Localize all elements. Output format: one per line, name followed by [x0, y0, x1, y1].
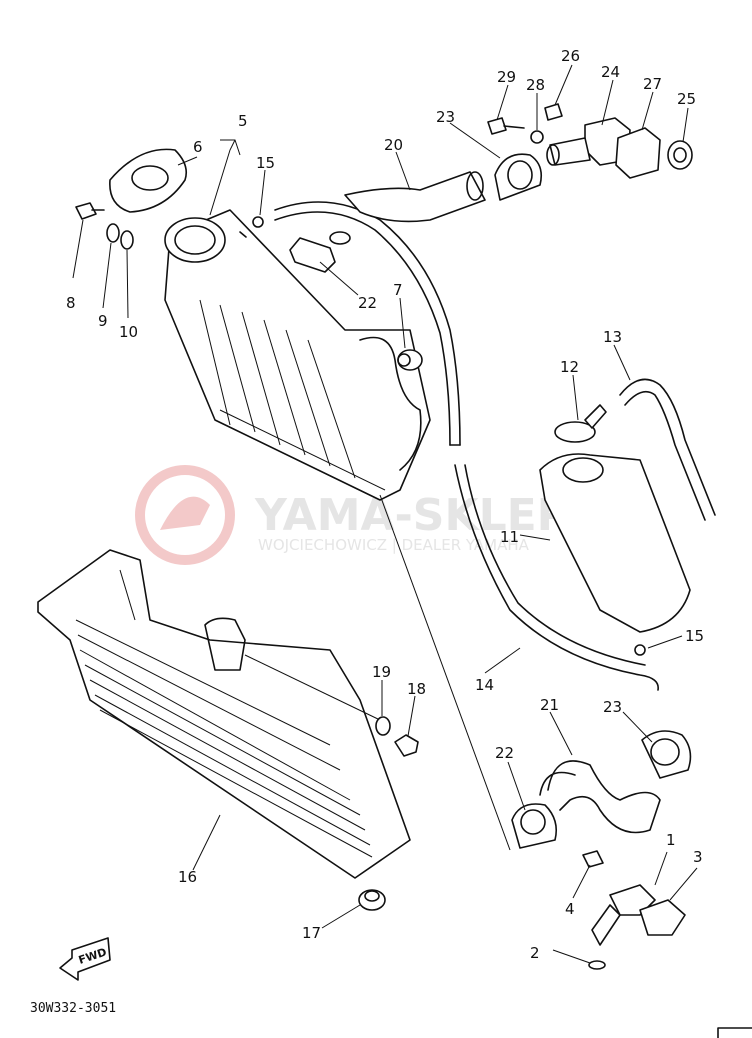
watermark-tagline: WOJCIECHOWICZ | DEALER YAMAHA [258, 536, 530, 554]
hose-21 [547, 760, 661, 834]
grommet-7 [397, 349, 423, 371]
clip-15-bottom [634, 644, 646, 656]
watermark-logo [135, 465, 235, 565]
tank-cap-12 [554, 404, 607, 443]
washer-10 [120, 230, 134, 250]
callout-10: 10 [119, 323, 138, 341]
callout-19: 19 [372, 663, 391, 681]
callout-9: 9 [98, 312, 108, 330]
callout-15-right: 15 [685, 627, 704, 645]
callout-12: 12 [560, 358, 579, 376]
grommet-17 [358, 889, 386, 911]
gasket-3 [639, 899, 686, 936]
clamp-22-bottom [511, 803, 558, 849]
fwd-arrow-icon: FWD [59, 937, 111, 981]
bolt-4 [582, 850, 604, 868]
bolt-8 [75, 202, 105, 220]
callout-23-top: 23 [436, 108, 455, 126]
callout-1: 1 [666, 831, 676, 849]
o-ring-2 [588, 960, 606, 970]
radiator-5 [164, 209, 431, 501]
callout-24: 24 [601, 63, 620, 81]
callout-14: 14 [475, 676, 494, 694]
clamp-23-bottom [641, 730, 692, 779]
washer-9 [106, 223, 120, 243]
overflow-hose [274, 201, 461, 446]
callout-3: 3 [693, 848, 703, 866]
callout-11: 11 [500, 528, 519, 546]
clamp-22-top [289, 237, 336, 273]
callout-23-bottom: 23 [603, 698, 622, 716]
thermostat-25 [667, 140, 693, 170]
callout-20: 20 [384, 136, 403, 154]
callout-22-top: 22 [358, 294, 377, 312]
callout-28: 28 [526, 76, 545, 94]
clip-15-top [252, 216, 264, 228]
callout-21: 21 [540, 696, 559, 714]
hose-20 [344, 171, 486, 223]
callout-5: 5 [238, 112, 248, 130]
callout-labels: 1 2 3 4 5 6 7 8 9 10 11 12 13 14 15 15 1… [66, 47, 704, 962]
radiator-cover-16 [37, 549, 411, 879]
bolt-29 [487, 117, 525, 135]
callout-18: 18 [407, 680, 426, 698]
callout-26: 26 [561, 47, 580, 65]
callout-29: 29 [497, 68, 516, 86]
callout-15-top: 15 [256, 154, 275, 172]
page-corner-mark [717, 1027, 752, 1038]
callout-7: 7 [393, 281, 403, 299]
drawing-code: 30W332-3051 [30, 1001, 116, 1016]
callout-17: 17 [302, 924, 321, 942]
callout-13: 13 [603, 328, 622, 346]
gasket-27 [615, 127, 661, 179]
hose-14 [454, 464, 659, 691]
bolt-18 [394, 734, 419, 757]
reservoir-tank-11 [539, 453, 691, 633]
callout-6: 6 [193, 138, 203, 156]
clamp-23-top [494, 153, 543, 201]
hose-13 [619, 378, 716, 516]
leader-lines [72, 64, 698, 964]
callout-16: 16 [178, 868, 197, 886]
callout-4: 4 [565, 900, 575, 918]
bolt-26 [544, 103, 563, 121]
washer-19 [375, 716, 391, 736]
callout-22-bottom: 22 [495, 744, 514, 762]
callout-8: 8 [66, 294, 76, 312]
callout-2: 2 [530, 944, 540, 962]
radiator-cap-6 [109, 148, 188, 213]
washer-28 [530, 130, 544, 144]
pipe-1 [591, 884, 656, 946]
callout-25: 25 [677, 90, 696, 108]
callout-27: 27 [643, 75, 662, 93]
